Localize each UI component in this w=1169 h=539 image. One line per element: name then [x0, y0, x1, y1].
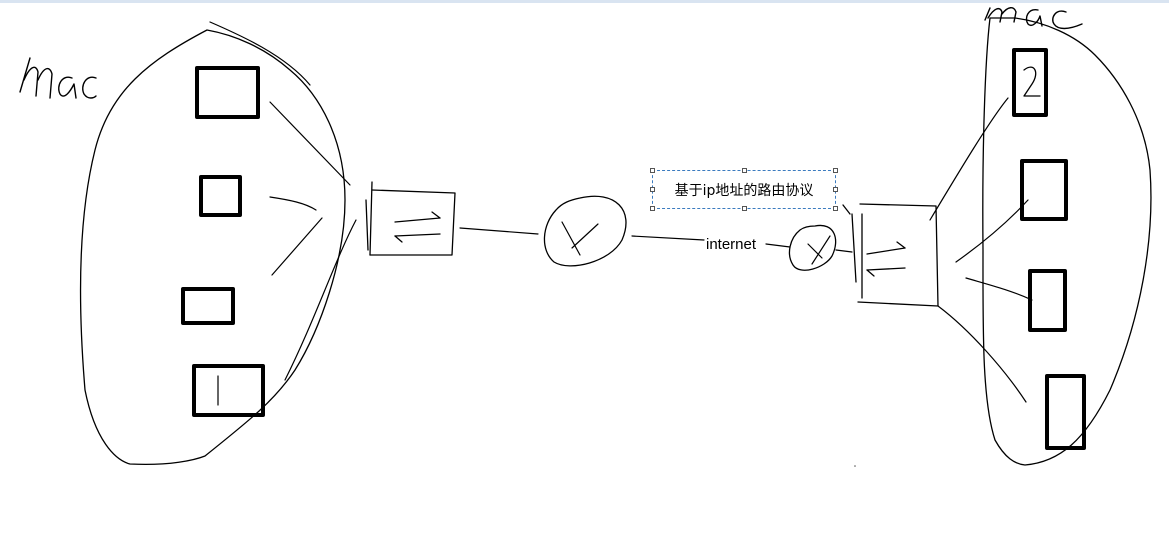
left-router-x-1	[561, 221, 581, 256]
resize-handle-top-right[interactable]	[833, 168, 838, 173]
right-switch	[842, 203, 939, 307]
right-host-box-1	[1012, 48, 1048, 117]
right-host-box-4	[1045, 374, 1086, 450]
right-link-1	[929, 97, 1009, 221]
right-mac-label	[984, 7, 1083, 30]
left-router-x-2	[571, 223, 599, 249]
stray-dot	[854, 465, 856, 467]
left-link-4	[284, 219, 357, 381]
left-lan-overstroke	[209, 21, 311, 86]
left-host-box-3	[181, 287, 235, 325]
left-host-box-1	[195, 66, 260, 119]
left-router	[543, 195, 627, 267]
window-top-edge	[0, 0, 1169, 3]
right-host-box-2	[1020, 159, 1068, 221]
left-mac-label	[19, 57, 97, 99]
right-router	[788, 224, 837, 271]
left-link-1	[269, 101, 351, 186]
right-link-3	[965, 277, 1033, 301]
left-lan-boundary	[79, 29, 346, 466]
right-link-2	[955, 199, 1029, 263]
resize-handle-bottom-right[interactable]	[833, 206, 838, 211]
left-switch	[365, 181, 456, 256]
left-host-box-2	[199, 175, 242, 217]
resize-handle-middle-right[interactable]	[833, 187, 838, 192]
right-lan-boundary	[982, 17, 1152, 466]
resize-handle-bottom-center[interactable]	[742, 206, 747, 211]
left-switch-to-router-link	[459, 227, 539, 235]
resize-handle-middle-left[interactable]	[650, 187, 655, 192]
right-host-mark-2	[1023, 66, 1041, 97]
right-link-4	[937, 305, 1027, 403]
right-router-x-2	[811, 235, 831, 265]
resize-handle-top-center[interactable]	[742, 168, 747, 173]
left-host-box-4	[192, 364, 265, 417]
right-router-x-1	[807, 243, 823, 259]
right-router-to-switch-link	[835, 249, 853, 253]
routing-protocol-textbox[interactable]: 基于ip地址的路由协议	[650, 168, 838, 211]
right-host-box-3	[1028, 269, 1067, 332]
resize-handle-bottom-left[interactable]	[650, 206, 655, 211]
left-link-2	[269, 196, 317, 211]
internet-label: internet	[706, 236, 757, 253]
routing-protocol-text: 基于ip地址的路由协议	[674, 182, 814, 199]
internet-link-right	[765, 243, 791, 248]
resize-handle-top-left[interactable]	[650, 168, 655, 173]
left-link-3	[271, 217, 323, 276]
internet-link-left	[631, 235, 705, 241]
